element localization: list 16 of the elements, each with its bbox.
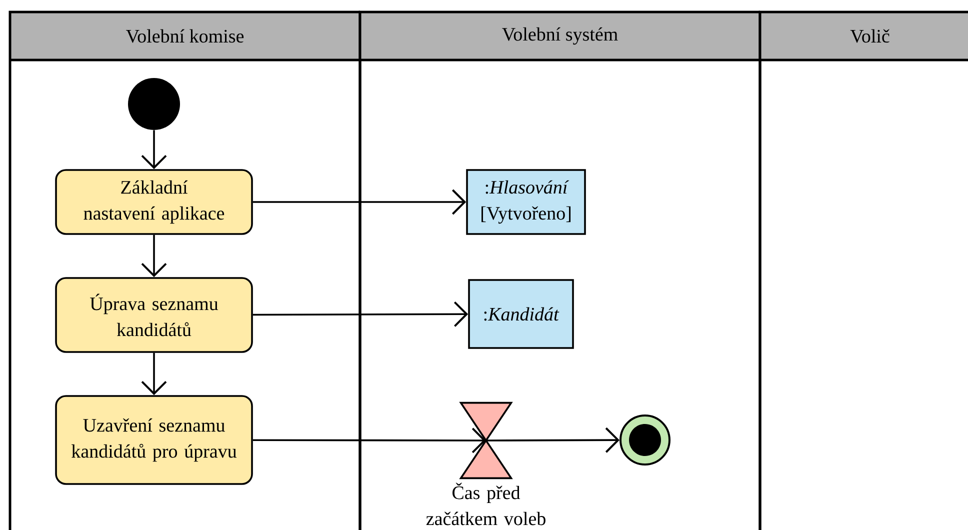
- arrow: [486, 427, 620, 453]
- arrow: [141, 234, 167, 278]
- arrow: [252, 428, 486, 454]
- arrow: [141, 352, 167, 396]
- action-box: Základní nastavení aplikace: [55, 169, 253, 235]
- time-event-label: Čas před začátkem voleb: [426, 482, 546, 526]
- arrow: [252, 189, 466, 215]
- action-box: Úprava seznamu kandidátů: [55, 277, 253, 353]
- object-box: :Hlasování [Vytvořeno]: [466, 169, 586, 235]
- swimlane: Volič: [758, 10, 968, 530]
- action-box: Uzavření seznamu kandidátů pro úpravu: [55, 395, 253, 485]
- object-box: :Kandidát: [468, 279, 574, 349]
- arrow: [141, 130, 167, 170]
- end-node: [620, 414, 670, 466]
- arrow: [252, 301, 468, 327]
- start-node: [128, 78, 180, 130]
